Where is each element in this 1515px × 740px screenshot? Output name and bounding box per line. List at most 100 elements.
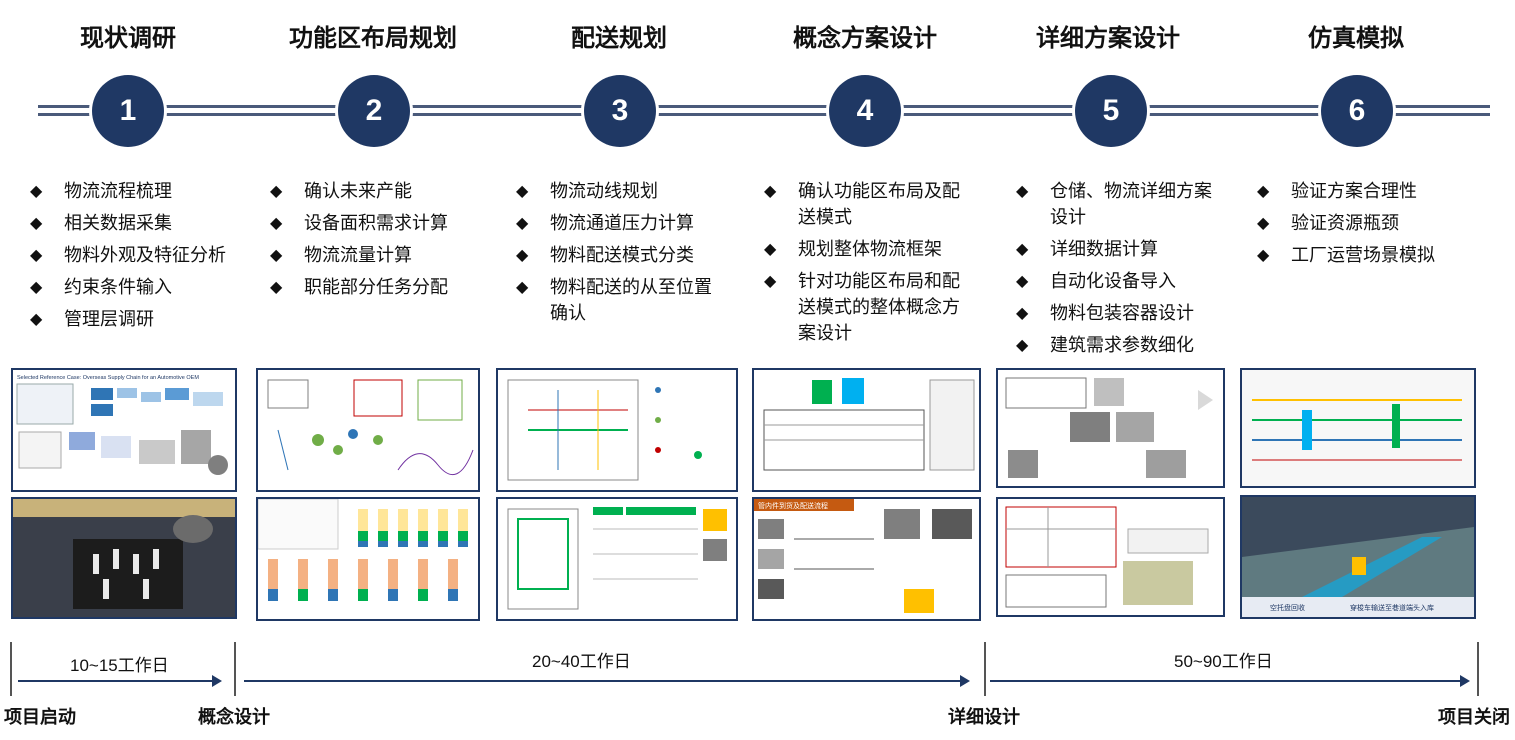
bullet-text: 物流通道压力计算 — [550, 213, 694, 233]
diamond-bullet-icon: ◆ — [1257, 183, 1270, 200]
diamond-bullet-icon: ◆ — [30, 215, 43, 232]
diamond-bullet-icon: ◆ — [764, 273, 777, 290]
milestone-label-concept: 概念设计 — [198, 707, 270, 727]
bullet-list-5: ◆仓储、物流详细方案设计 ◆详细数据计算 ◆自动化设备导入 ◆物料包装容器设计 … — [1014, 178, 1214, 364]
thumbnail-detail-layout — [996, 497, 1225, 617]
milestone-divider-detail — [984, 642, 986, 696]
milestone-label-close: 项目关闭 — [1438, 707, 1510, 727]
diamond-bullet-icon: ◆ — [270, 247, 283, 264]
bullet-text: 确认功能区布局及配送模式 — [798, 181, 960, 227]
step-circle-5: 5 — [1075, 75, 1147, 147]
list-item: ◆ 验证资源瓶颈 — [1255, 210, 1475, 236]
step-circle-3: 3 — [584, 75, 656, 147]
thumbnail-site-photo — [11, 497, 237, 619]
thumbnail-concept-plan — [752, 368, 981, 492]
phase-title-4: 概念方案设计 — [793, 25, 937, 52]
list-item: ◆ 物流动线规划 — [514, 178, 724, 204]
step-circle-1: 1 — [92, 75, 164, 147]
list-item: ◆ 工厂运营场景模拟 — [1255, 242, 1475, 268]
diamond-bullet-icon: ◆ — [1257, 247, 1270, 264]
bullet-text: 管理层调研 — [64, 309, 154, 329]
diamond-bullet-icon: ◆ — [516, 215, 529, 232]
list-item: ◆管理层调研 — [28, 306, 248, 332]
bullet-text: 物流流程梳理 — [64, 181, 172, 201]
thumbnail-delivery-mode — [496, 497, 738, 621]
list-item: ◆仓储、物流详细方案设计 — [1014, 178, 1214, 230]
diamond-bullet-icon: ◆ — [764, 241, 777, 258]
thumbnail-simulation-layout — [1240, 368, 1476, 488]
bullet-text: 物流动线规划 — [550, 181, 658, 201]
bullet-text: 物流流量计算 — [304, 245, 412, 265]
bullet-text: 工厂运营场景模拟 — [1291, 245, 1435, 265]
bullet-text: 详细数据计算 — [1050, 239, 1158, 259]
thumbnail-inbound-flow: 管内件到货及配送流程 — [752, 497, 981, 621]
bullet-text: 相关数据采集 — [64, 213, 172, 233]
diamond-bullet-icon: ◆ — [1016, 337, 1029, 354]
duration-arrow-3 — [990, 675, 1470, 687]
thumbnail-caption: 管内件到货及配送流程 — [758, 501, 828, 510]
bullet-text: 设备面积需求计算 — [304, 213, 448, 233]
bullet-text: 仓储、物流详细方案设计 — [1050, 181, 1212, 227]
list-item: ◆确认未来产能 — [268, 178, 488, 204]
diamond-bullet-icon: ◆ — [516, 247, 529, 264]
list-item: ◆ 物料包装容器设计 — [1014, 300, 1214, 326]
diamond-bullet-icon: ◆ — [764, 183, 777, 200]
timeline-line-top — [38, 105, 1490, 108]
list-item: ◆ 建筑需求参数细化 — [1014, 332, 1214, 358]
diamond-bullet-icon: ◆ — [516, 183, 529, 200]
bullet-text: 针对功能区布局和配送模式的整体概念方案设计 — [798, 271, 960, 343]
list-item: ◆ 物料配送模式分类 — [514, 242, 724, 268]
thumbnail-research-slide: Selected Reference Case: Overseas Supply… — [11, 368, 237, 492]
bullet-list-4: ◆ 确认功能区布局及配送模式 ◆ 规划整体物流框架 ◆ 针对功能区布局和配送模式的整体… — [762, 178, 972, 352]
bullet-text: 验证方案合理性 — [1291, 181, 1417, 201]
list-item: ◆ 规划整体物流框架 — [762, 236, 972, 262]
list-item: ◆ 自动化设备导入 — [1014, 268, 1214, 294]
diamond-bullet-icon: ◆ — [1016, 305, 1029, 322]
bullet-text: 职能部分任务分配 — [304, 277, 448, 297]
list-item: ◆ 验证方案合理性 — [1255, 178, 1475, 204]
bullet-text: 规划整体物流框架 — [798, 239, 942, 259]
bullet-list-2: ◆确认未来产能 ◆设备面积需求计算 ◆ 物流流量计算 ◆ 职能部分任务分配 — [268, 178, 488, 306]
step-circle-6: 6 — [1321, 75, 1393, 147]
milestone-divider-concept — [234, 642, 236, 696]
bullet-list-6: ◆ 验证方案合理性 ◆ 验证资源瓶颈 ◆ 工厂运营场景模拟 — [1255, 178, 1475, 274]
duration-arrow-2 — [244, 675, 970, 687]
bullet-text: 约束条件输入 — [64, 277, 172, 297]
bullet-text: 自动化设备导入 — [1050, 271, 1176, 291]
list-item: ◆约束条件输入 — [28, 274, 248, 300]
list-item: ◆ 物流通道压力计算 — [514, 210, 724, 236]
bullet-text: 验证资源瓶颈 — [1291, 213, 1399, 233]
duration-label-2: 20~40工作日 — [532, 652, 631, 671]
timeline-line-bottom — [38, 113, 1490, 116]
milestone-label-detail: 详细设计 — [948, 707, 1020, 727]
list-item: ◆ 物料外观及特征分析 — [28, 242, 248, 268]
phase-title-3: 配送规划 — [571, 25, 667, 52]
thumbnail-simulation-3d: 空托盘回收 穿梭车输送至巷道端头入库 — [1240, 495, 1476, 619]
bullet-text: 物料配送模式分类 — [550, 245, 694, 265]
diamond-bullet-icon: ◆ — [1016, 273, 1029, 290]
list-item: ◆ 针对功能区布局和配送模式的整体概念方案设计 — [762, 268, 972, 346]
bullet-text: 物料外观及特征分析 — [64, 245, 226, 265]
bullet-text: 物料配送的从至位置确认 — [550, 277, 712, 323]
list-item: ◆设备面积需求计算 — [268, 210, 488, 236]
phase-title-6: 仿真模拟 — [1308, 25, 1404, 52]
step-circle-2: 2 — [338, 75, 410, 147]
list-item: ◆ 职能部分任务分配 — [268, 274, 488, 300]
diamond-bullet-icon: ◆ — [30, 247, 43, 264]
thumbnail-caption: 穿梭车输送至巷道端头入库 — [1350, 603, 1434, 612]
thumbnail-flow-plan — [496, 368, 738, 492]
diamond-bullet-icon: ◆ — [1257, 215, 1270, 232]
milestone-label-start: 项目启动 — [4, 707, 76, 727]
list-item: ◆ 相关数据采集 — [28, 210, 248, 236]
diamond-bullet-icon: ◆ — [1016, 241, 1029, 258]
duration-label-1: 10~15工作日 — [70, 656, 169, 675]
bullet-list-1: ◆物流流程梳理 ◆相关数据采集 ◆物料外观及特征分析 ◆约束条件输入 ◆管理层调… — [28, 178, 248, 338]
bullet-text: 建筑需求参数细化 — [1050, 335, 1194, 355]
milestone-divider-start — [10, 642, 12, 696]
diamond-bullet-icon: ◆ — [270, 279, 283, 296]
phase-title-5: 详细方案设计 — [1036, 25, 1180, 52]
thumbnail-detail-plan — [996, 368, 1225, 488]
thumbnail-caption: 空托盘回收 — [1270, 603, 1305, 612]
list-item: ◆ 详细数据计算 — [1014, 236, 1214, 262]
bullet-text: 物料包装容器设计 — [1050, 303, 1194, 323]
